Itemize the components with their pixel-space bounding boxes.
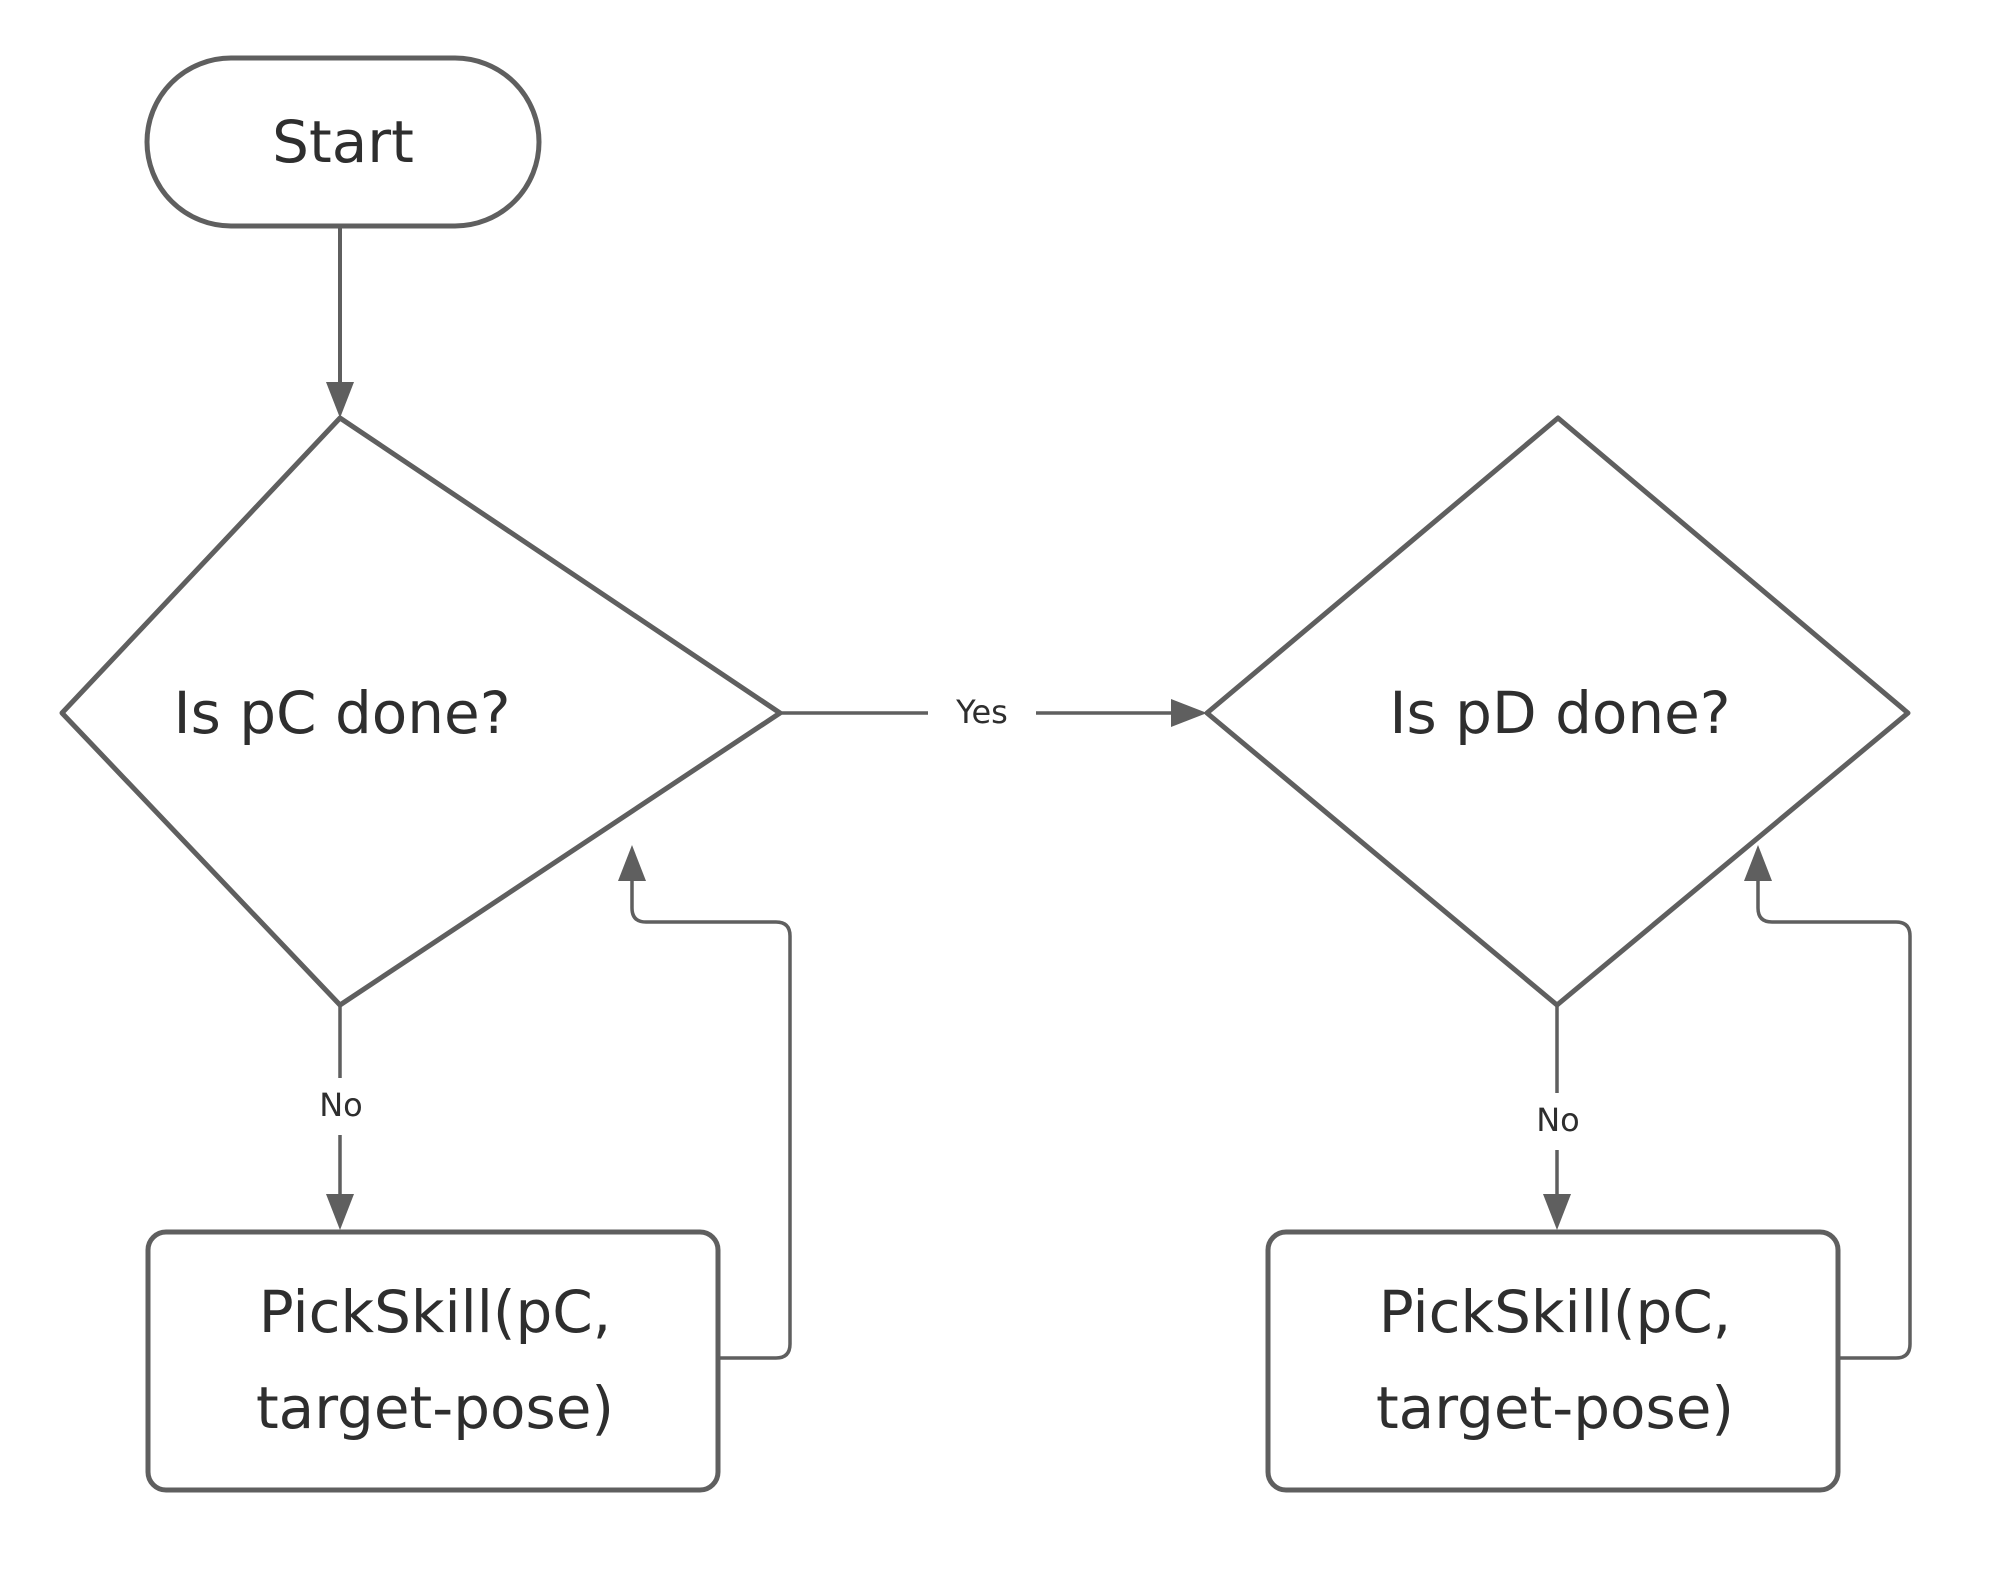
node-pick-skill-left-label-line2: target-pose)	[256, 1374, 614, 1442]
edge-label-yes-text: Yes	[955, 693, 1008, 731]
node-is-pd-done-label: Is pD done?	[1389, 679, 1730, 747]
node-is-pc-done[interactable]: Is pC done?	[59, 415, 783, 1008]
edge-is-pc-done-to-pick-skill-left	[326, 1005, 354, 1230]
node-pick-skill-left-label-line1: PickSkill(pC,	[259, 1278, 611, 1346]
edge-label-no-left: No	[304, 1083, 378, 1129]
node-start-label: Start	[272, 108, 414, 176]
node-pick-skill-right-label-line1: PickSkill(pC,	[1379, 1278, 1731, 1346]
edge-is-pd-done-to-pick-skill-right	[1543, 1005, 1571, 1230]
edge-pick-skill-left-to-is-pc-done	[618, 845, 792, 1360]
node-start[interactable]: Start	[144, 55, 542, 229]
edge-label-yes: Yes	[928, 690, 1036, 736]
edge-label-no-left-text: No	[319, 1086, 363, 1124]
edge-start-to-is-pc-done	[326, 226, 354, 418]
node-pick-skill-left[interactable]: PickSkill(pC, target-pose)	[145, 1229, 721, 1493]
node-is-pc-done-label: Is pC done?	[173, 679, 510, 747]
edge-is-pc-done-to-is-pd-done	[780, 699, 1207, 727]
edge-label-no-right-text: No	[1536, 1101, 1580, 1139]
node-pick-skill-right[interactable]: PickSkill(pC, target-pose)	[1265, 1229, 1841, 1493]
edge-label-no-right: No	[1521, 1098, 1595, 1144]
edge-pick-skill-right-to-is-pd-done	[1560, 845, 1912, 1360]
node-is-pd-done[interactable]: Is pD done?	[1204, 415, 1911, 1008]
node-pick-skill-right-label-line2: target-pose)	[1376, 1374, 1734, 1442]
